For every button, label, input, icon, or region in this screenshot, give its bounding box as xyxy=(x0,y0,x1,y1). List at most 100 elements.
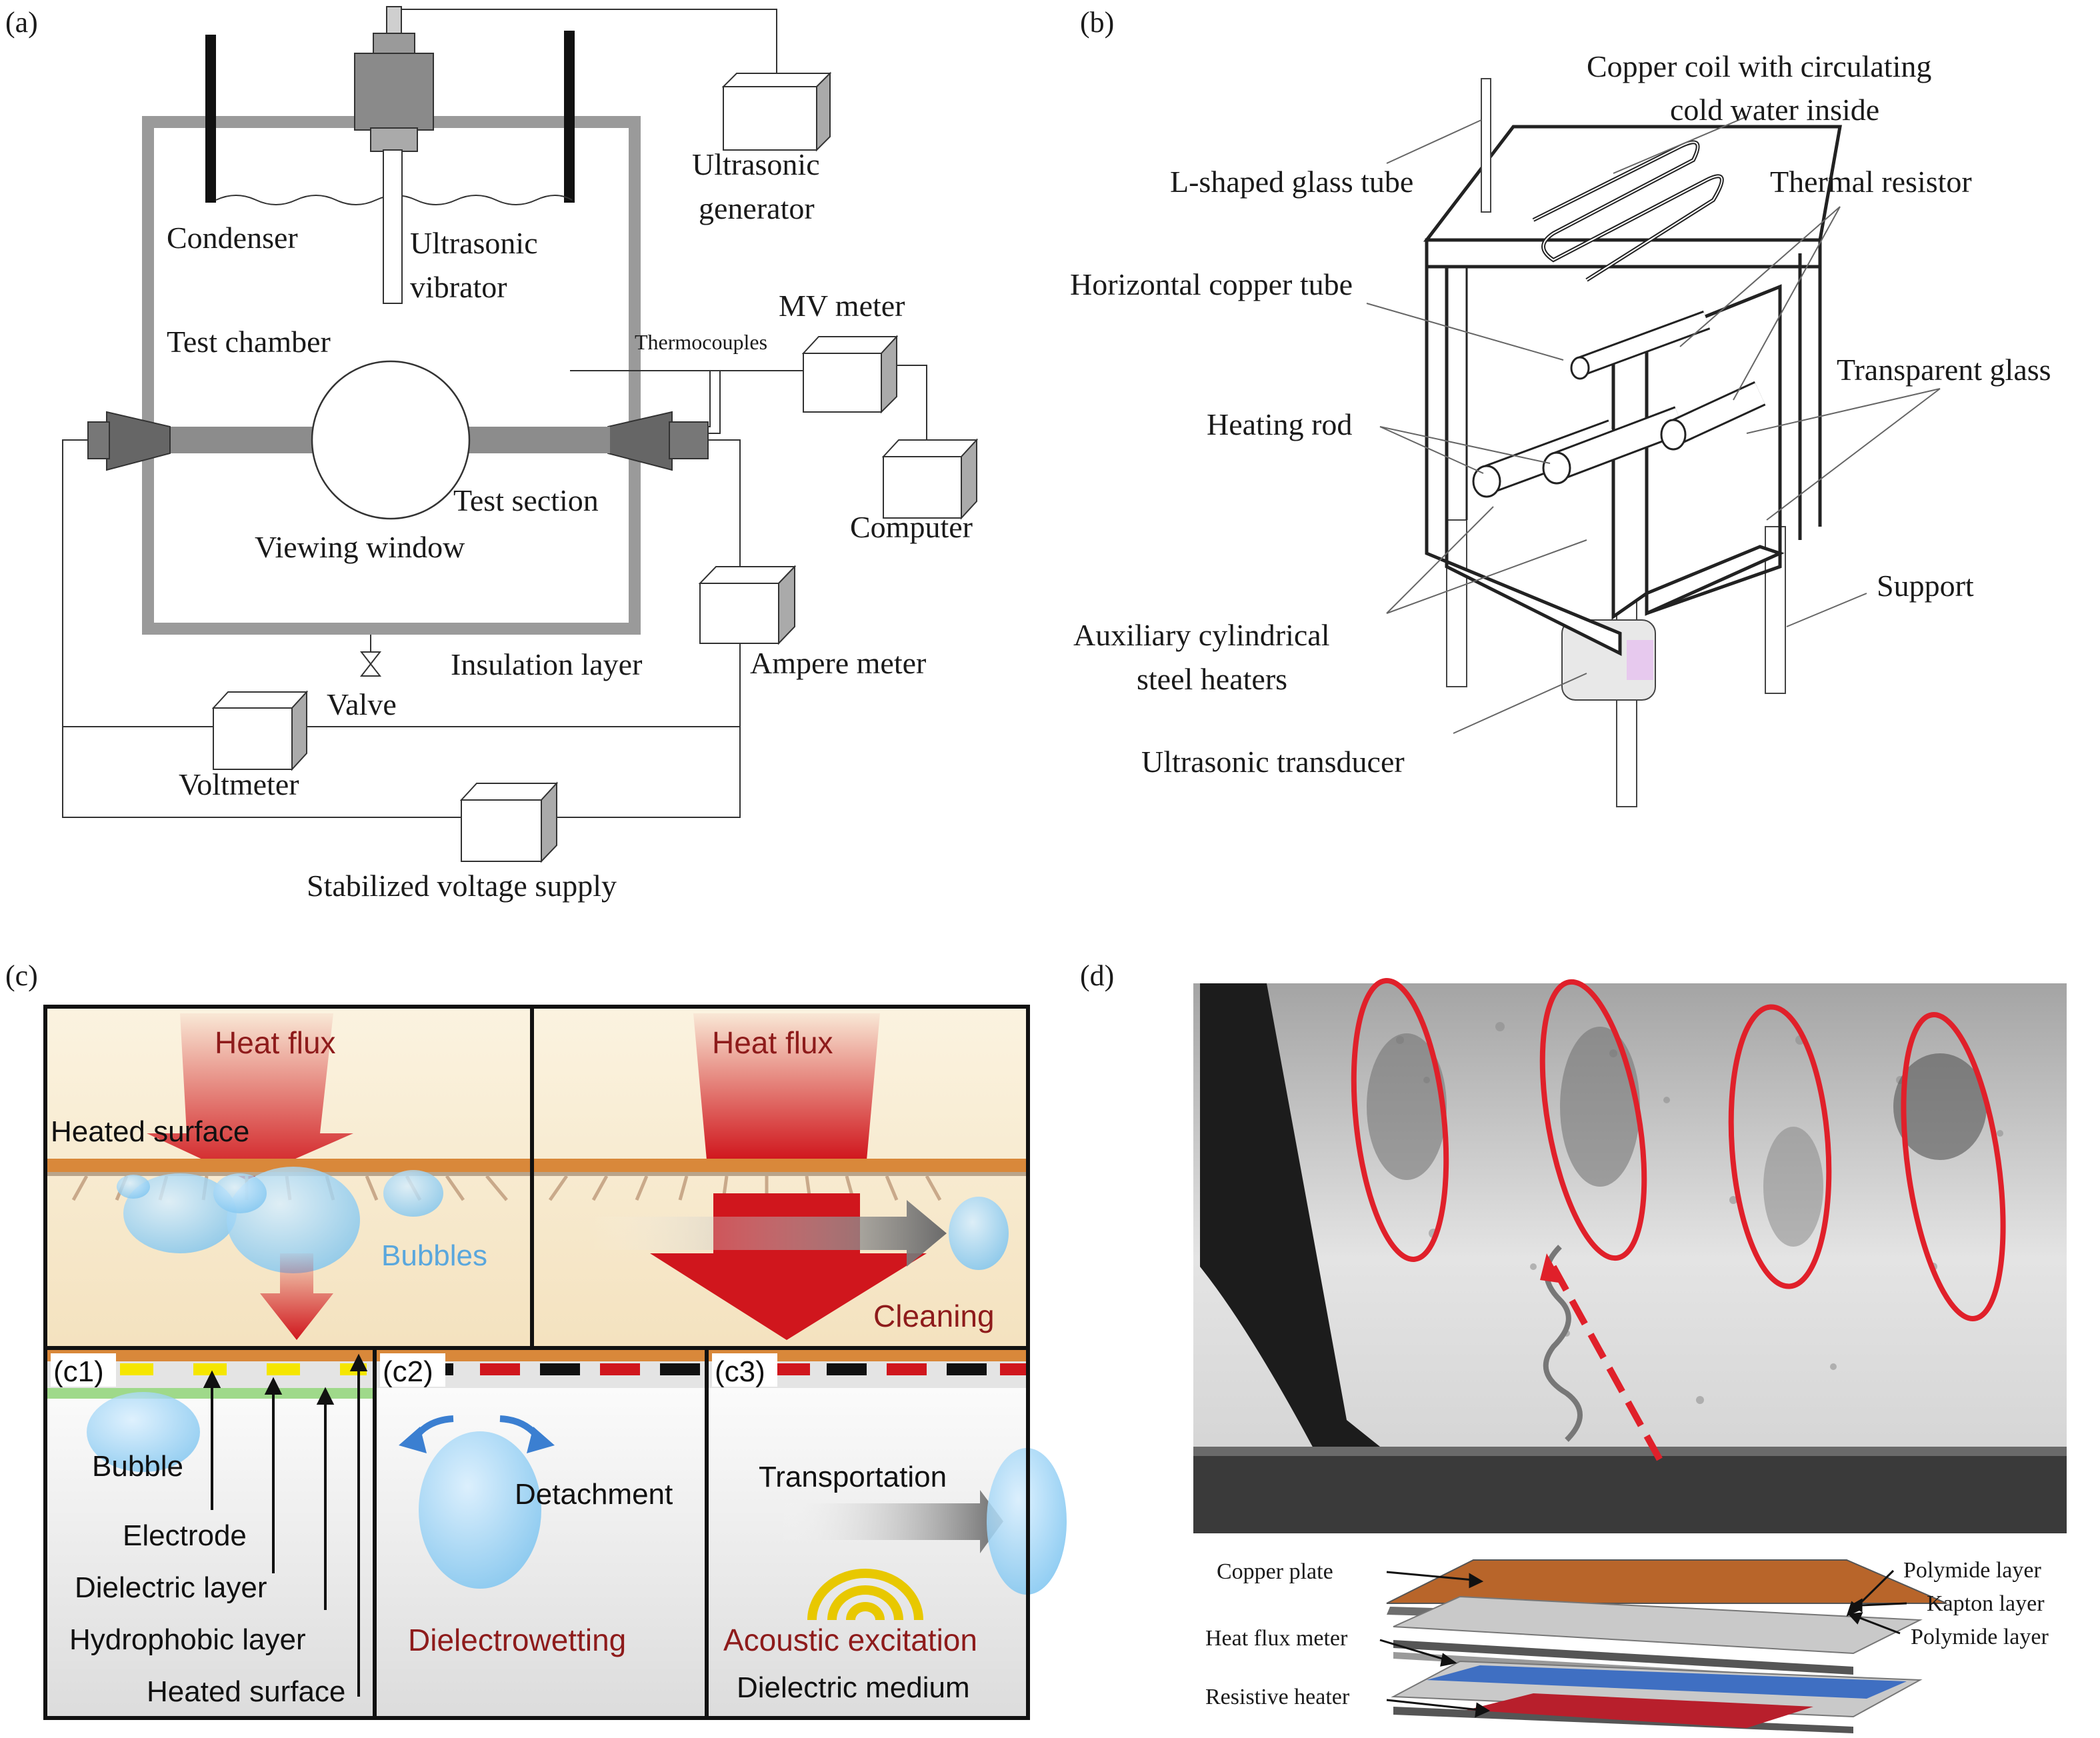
c3-electrodes xyxy=(777,1363,1027,1375)
panel-c-frame xyxy=(43,1005,1030,1720)
label-copper-coil-1: Copper coil with circulating xyxy=(1587,49,1931,83)
voltmeter-box xyxy=(211,690,309,771)
bubble-left-4 xyxy=(213,1173,267,1213)
horizontal-copper-tube xyxy=(1570,310,1711,380)
plume-1 xyxy=(1367,1033,1447,1180)
heated-surface-right-under xyxy=(532,1172,1028,1176)
label-dielectrowetting: Dielectrowetting xyxy=(408,1623,626,1657)
label-electrode: Electrode xyxy=(123,1519,247,1552)
heated-surface-right xyxy=(532,1159,1028,1172)
ampere-wire-up xyxy=(708,439,741,567)
label-transparent-glass: Transparent glass xyxy=(1837,353,2051,387)
label-aux-heaters-1: Auxiliary cylindrical xyxy=(1073,618,1330,652)
bubble-chain xyxy=(1543,1245,1583,1442)
panel-d-leaders xyxy=(1379,1569,1907,1718)
label-ultrasonic-vibrator-2: vibrator xyxy=(410,270,507,304)
label-kapton-layer: Kapton layer xyxy=(1927,1591,2045,1616)
label-aux-heaters-2: steel heaters xyxy=(1137,662,1287,696)
supply-wire-left xyxy=(62,439,461,818)
panel-b: (b) xyxy=(1070,6,2051,807)
c2-arrowhead-left xyxy=(399,1427,427,1453)
label-heating-rod: Heating rod xyxy=(1207,407,1352,441)
label-heat-flux-right: Heat flux xyxy=(712,1025,833,1060)
cube-front-left xyxy=(1425,265,1622,657)
label-resistive-heater: Resistive heater xyxy=(1205,1685,1350,1709)
label-ultrasonic-generator-1: Ultrasonic xyxy=(692,147,820,181)
c-bottom-copper xyxy=(45,1348,1028,1361)
highlight-ellipses xyxy=(1351,978,2006,1321)
label-thermocouples: Thermocouples xyxy=(635,330,767,354)
support-leg-1 xyxy=(1446,519,1467,687)
heated-surface-left xyxy=(45,1159,532,1172)
label-c2: (c2) xyxy=(383,1355,433,1388)
vibrator-body xyxy=(354,53,434,131)
mv-computer-wire xyxy=(897,365,927,440)
panel-b-leaders xyxy=(1366,116,1941,734)
label-insulation-layer: Insulation layer xyxy=(451,647,642,681)
label-support: Support xyxy=(1877,569,1974,603)
label-l-shaped-glass-tube: L-shaped glass tube xyxy=(1170,165,1413,199)
plume-4 xyxy=(1893,1053,1987,1160)
label-test-chamber: Test chamber xyxy=(167,325,331,359)
label-dielectric-layer: Dielectric layer xyxy=(75,1571,267,1604)
bubble-left-3 xyxy=(383,1170,443,1217)
panel-a: (a) Condenser Ultrasonic vibrator Ultras… xyxy=(5,6,979,903)
label-acoustic-excitation: Acoustic excitation xyxy=(723,1623,977,1657)
label-mv-meter: MV meter xyxy=(779,289,905,323)
supply-wire-right xyxy=(541,727,741,818)
label-bubble: Bubble xyxy=(92,1450,183,1483)
bubble-right xyxy=(949,1197,1009,1270)
cube-top-edge xyxy=(1425,238,1822,269)
panel-d: (d) xyxy=(1080,959,2067,1733)
panel-c: (c) Heat flux Heated surfac xyxy=(5,959,1067,1720)
heat-flux-meter xyxy=(1427,1665,1907,1699)
c-bottom-dielectric xyxy=(45,1361,1028,1388)
ampere-meter-box xyxy=(698,565,797,645)
label-thermal-resistor: Thermal resistor xyxy=(1770,165,1972,199)
c2-bubble xyxy=(419,1431,541,1589)
panel-d-tag: (d) xyxy=(1080,959,1114,992)
cleaning-arrow xyxy=(587,1200,947,1267)
test-section-tube-right xyxy=(577,427,610,453)
c1-leader-arrows xyxy=(203,1353,368,1697)
photo-substrate xyxy=(1193,1453,2067,1533)
bubble-left-5 xyxy=(117,1175,150,1199)
trajectory-arrowhead xyxy=(1540,1253,1563,1283)
label-horizontal-copper-tube: Horizontal copper tube xyxy=(1070,267,1353,301)
label-polymide-layer-top: Polymide layer xyxy=(1903,1558,2041,1583)
bubble-left-1 xyxy=(123,1173,237,1253)
label-ultrasonic-generator-2: generator xyxy=(699,191,815,225)
label-cleaning: Cleaning xyxy=(873,1299,995,1333)
c3-transport-arrow xyxy=(777,1490,1003,1553)
kapton-layer xyxy=(1393,1640,1853,1675)
copper-coil-inner xyxy=(1533,141,1723,281)
vibrator-wire xyxy=(401,9,777,87)
label-detachment: Detachment xyxy=(515,1478,673,1511)
vibrator-rod xyxy=(383,149,403,304)
label-bubbles: Bubbles xyxy=(381,1239,487,1272)
acoustic-waves-icon xyxy=(807,1569,923,1621)
label-polymide-layer-bottom: Polymide layer xyxy=(1911,1625,2049,1649)
c1-tag-bg xyxy=(51,1353,116,1387)
u-panel-front xyxy=(1645,284,1782,616)
c1-bubble xyxy=(87,1392,200,1472)
plume-3 xyxy=(1763,1127,1823,1247)
label-ampere-meter: Ampere meter xyxy=(750,646,926,680)
photo-substrate-edge xyxy=(1193,1447,2067,1456)
electrode-cone-right xyxy=(607,411,673,471)
label-hydrophobic-layer: Hydrophobic layer xyxy=(69,1623,306,1656)
thermal-resistor xyxy=(1660,381,1766,451)
computer-box xyxy=(881,438,979,520)
panel-a-tag: (a) xyxy=(5,6,38,39)
copper-plate xyxy=(1386,1559,1947,1604)
ultrasonic-generator-box xyxy=(721,71,832,152)
label-ultrasonic-vibrator-1: Ultrasonic xyxy=(410,226,538,260)
panel-c-tag: (c) xyxy=(5,959,38,992)
c2-tag-bg xyxy=(380,1353,445,1387)
photo-cable xyxy=(1200,983,1413,1473)
label-viewing-window: Viewing window xyxy=(255,530,465,564)
heat-flux-arrow-left xyxy=(147,1013,353,1180)
resistive-heater xyxy=(1467,1693,1813,1728)
mv-meter-box xyxy=(801,335,899,414)
